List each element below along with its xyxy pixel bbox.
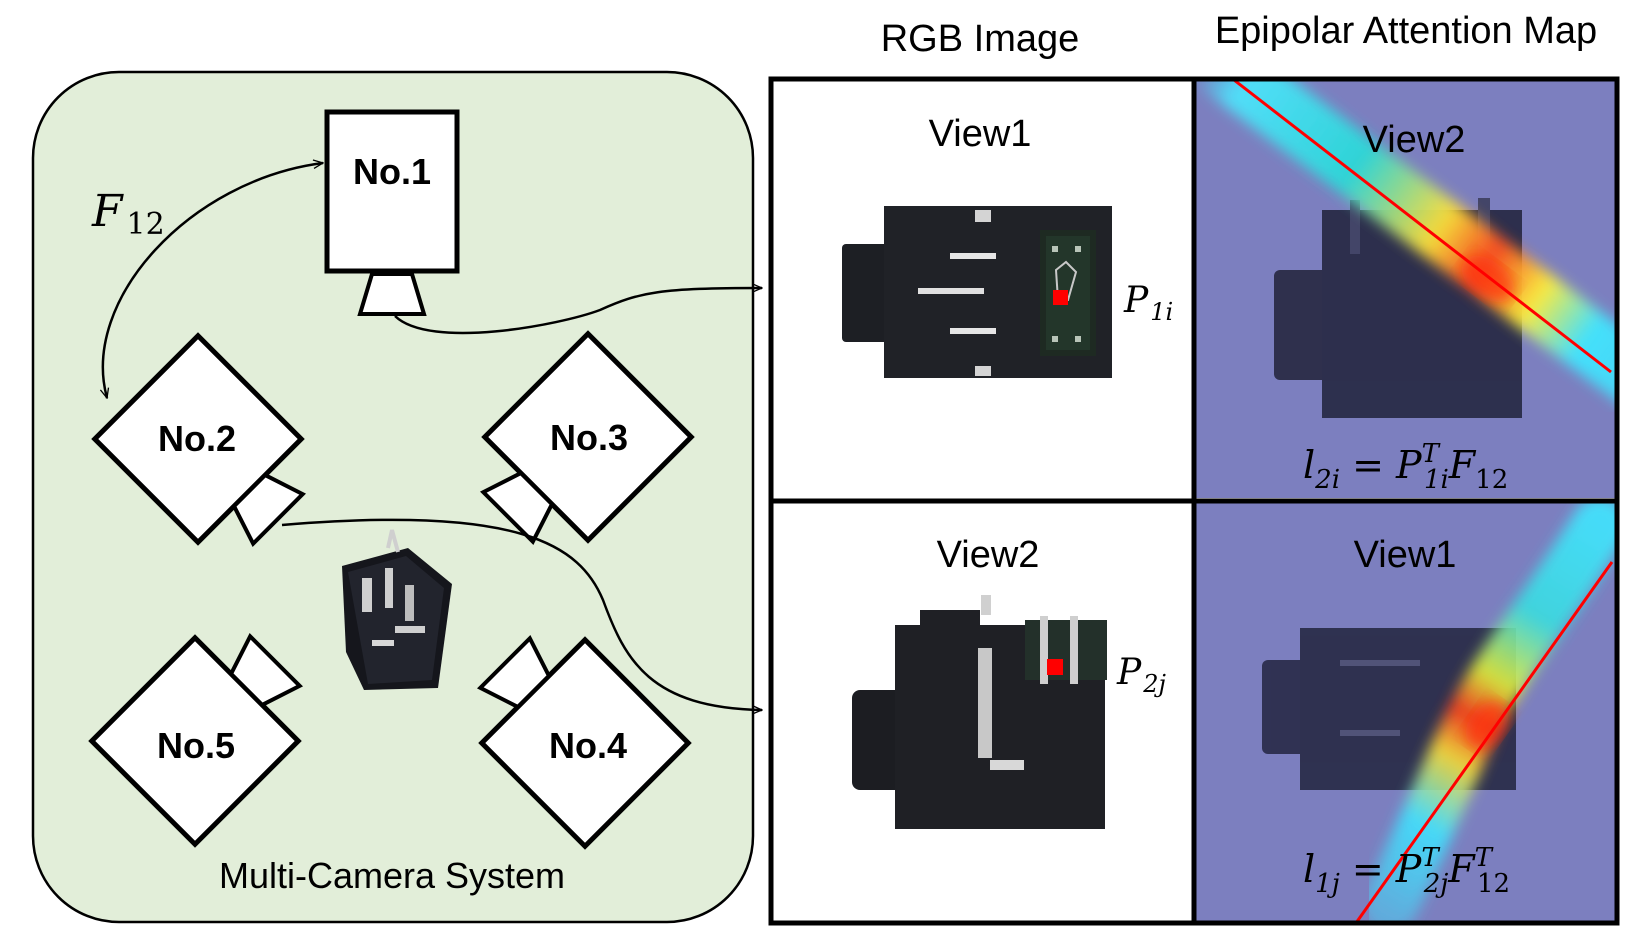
point-marker-p2j (1047, 659, 1063, 675)
camera-no5-label: No.5 (157, 725, 235, 766)
camera-no2-label: No.2 (158, 418, 236, 459)
object-audio-jack (342, 529, 452, 690)
system-label: Multi-Camera System (219, 855, 565, 896)
point-label-p2j: P2j (1116, 652, 1167, 698)
panel-bottom-attn-title: View1 (1354, 534, 1457, 576)
heatmap-band-top (1194, 79, 1617, 402)
header-rgb-image: RGB Image (881, 18, 1080, 60)
epipolar-line-top (1233, 79, 1612, 374)
camera-no4-label: No.4 (549, 725, 627, 766)
panel-bottom-rgb: View2 P2j (771, 503, 1194, 923)
point-marker-p1i (1053, 290, 1068, 305)
header-attention-map: Epipolar Attention Map (1215, 10, 1597, 52)
epipolar-line-bottom (1354, 561, 1614, 923)
arrow-camera1-to-view1 (394, 288, 762, 335)
f12-bidirectional-arrow (103, 163, 323, 398)
panel-grid-border (768, 76, 1620, 926)
panel-top-rgb: View1 P1i (771, 79, 1194, 498)
camera-no1: No.1 (324, 109, 460, 316)
object-view2-rgb (852, 595, 1107, 829)
point-label-p1i: P1i (1123, 280, 1173, 326)
arrow-camera2-to-view2 (281, 518, 762, 710)
multi-camera-system-panel: No.1 No.2 No.3 No.5 No.4 (31, 70, 755, 924)
camera-no3 (479, 330, 695, 546)
camera-no1-label: No.1 (353, 151, 431, 192)
camera-no3-label: No.3 (550, 417, 628, 458)
camera-no4 (476, 634, 692, 850)
object-view1-rgb (842, 206, 1112, 378)
camera-no5 (88, 632, 304, 848)
panel-top-rgb-title: View1 (929, 113, 1032, 155)
panel-bottom-rgb-title: View2 (937, 534, 1040, 576)
panel-top-attn-title: View2 (1363, 119, 1466, 161)
